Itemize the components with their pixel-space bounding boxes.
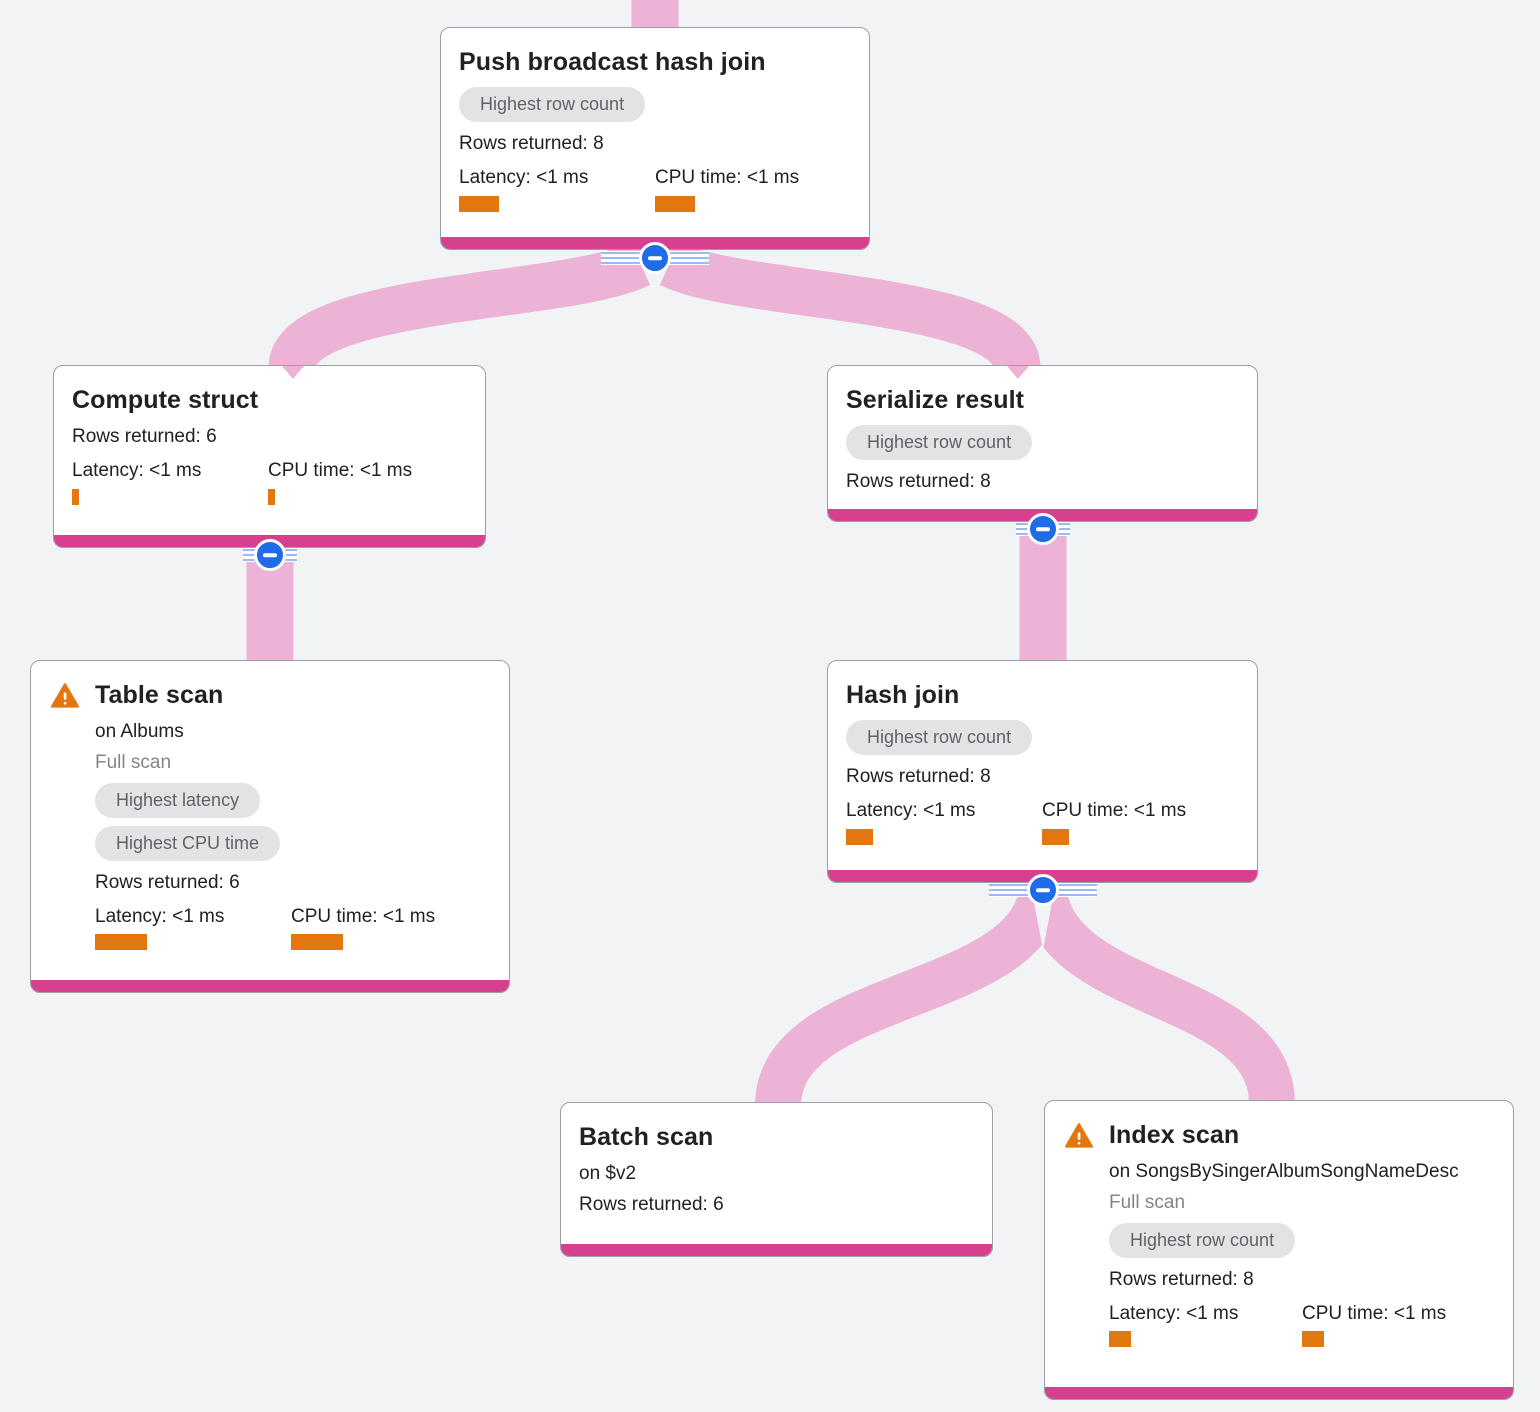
plan-node-compute-struct[interactable]: Compute struct Rows returned: 6 Latency:… <box>53 365 486 548</box>
latency-bar <box>846 828 873 845</box>
rows-returned: Rows returned: 6 <box>579 1194 724 1215</box>
status-badge: Highest CPU time <box>95 825 281 861</box>
node-target: on $v2 <box>579 1163 637 1185</box>
flow-edge-root-to-serialize-result <box>631 236 1041 373</box>
scan-type: Full scan <box>1109 1192 1186 1213</box>
flow-split-notch <box>1032 892 1054 950</box>
node-title: Index scan <box>1109 1121 1240 1149</box>
minus-icon <box>1036 888 1050 892</box>
cpu-time-bar <box>291 934 343 951</box>
rows-returned: Rows returned: 8 <box>846 471 991 493</box>
node-title: Batch scan <box>579 1123 714 1151</box>
status-badge: Highest row count <box>1109 1222 1296 1258</box>
latency-bar <box>459 195 499 212</box>
collapse-connector-hash-join <box>989 874 1097 906</box>
status-badge: Highest row count <box>846 720 1033 756</box>
flow-edge-hash-join-to-index-scan <box>1020 878 1295 1106</box>
node-target: on SongsBySingerAlbumSongNameDesc <box>1109 1161 1459 1183</box>
rows-returned: Rows returned: 6 <box>72 426 217 448</box>
collapse-connector-push-broadcast-hash-join <box>601 242 709 274</box>
latency-bar <box>72 488 79 505</box>
flow-arrival-arrow <box>1007 366 1029 379</box>
rows-returned: Rows returned: 8 <box>846 766 991 788</box>
latency-bar <box>1109 1331 1131 1348</box>
latency-label: Latency: <1 ms <box>72 460 202 481</box>
node-accent-bar <box>1045 1387 1513 1399</box>
cpu-time-bar <box>655 195 695 212</box>
node-title: Compute struct <box>72 386 259 414</box>
latency-bar <box>95 934 147 951</box>
collapse-button[interactable] <box>1027 874 1059 906</box>
flow-edge-root-to-compute-struct <box>268 236 679 373</box>
cpu-time-label: CPU time: <1 ms <box>1042 800 1187 821</box>
node-title: Table scan <box>95 681 224 709</box>
minus-icon <box>1036 527 1050 531</box>
flow-arrival-arrow <box>282 366 304 379</box>
plan-node-table-scan[interactable]: Table scan on Albums Full scan Highest l… <box>30 660 510 993</box>
cpu-time-bar <box>1042 828 1069 845</box>
rows-returned: Rows returned: 6 <box>95 871 240 893</box>
plan-node-serialize-result[interactable]: Serialize result Highest row count Rows … <box>827 365 1258 522</box>
plan-node-index-scan[interactable]: Index scan on SongsBySingerAlbumSongName… <box>1044 1100 1514 1400</box>
cpu-time-bar <box>268 488 275 505</box>
rows-returned: Rows returned: 8 <box>459 133 604 155</box>
collapse-button[interactable] <box>254 539 286 571</box>
rows-returned: Rows returned: 8 <box>1109 1268 1254 1290</box>
status-badge: Highest latency <box>95 782 261 818</box>
collapse-button[interactable] <box>1027 513 1059 545</box>
node-title: Hash join <box>846 681 960 709</box>
plan-node-hash-join[interactable]: Hash join Highest row count Rows returne… <box>827 660 1258 883</box>
latency-label: Latency: <1 ms <box>95 905 225 927</box>
node-accent-bar <box>31 980 509 992</box>
collapse-connector-compute-struct <box>243 539 297 571</box>
flow-edge-hash-join-to-batch-scan <box>755 878 1066 1108</box>
collapse-button[interactable] <box>639 242 671 274</box>
latency-label: Latency: <1 ms <box>1109 1302 1239 1324</box>
warning-icon <box>1065 1122 1093 1150</box>
node-target: on Albums <box>95 721 184 743</box>
latency-label: Latency: <1 ms <box>846 800 976 821</box>
node-accent-bar <box>561 1244 992 1256</box>
status-badge: Highest row count <box>459 87 646 123</box>
cpu-time-bar <box>1302 1331 1324 1348</box>
cpu-time-label: CPU time: <1 ms <box>291 905 436 927</box>
status-badge: Highest row count <box>846 425 1033 461</box>
cpu-time-label: CPU time: <1 ms <box>1302 1302 1447 1324</box>
node-title: Push broadcast hash join <box>459 48 766 76</box>
plan-node-push-broadcast-hash-join[interactable]: Push broadcast hash join Highest row cou… <box>440 27 870 250</box>
minus-icon <box>648 256 662 260</box>
warning-icon <box>51 682 80 710</box>
cpu-time-label: CPU time: <1 ms <box>655 167 800 188</box>
collapse-connector-serialize-result <box>1016 513 1070 545</box>
node-title: Serialize result <box>846 386 1025 414</box>
cpu-time-label: CPU time: <1 ms <box>268 460 413 481</box>
minus-icon <box>263 553 277 557</box>
scan-type: Full scan <box>95 752 172 773</box>
plan-node-batch-scan[interactable]: Batch scan on $v2 Rows returned: 6 <box>560 1102 993 1257</box>
latency-label: Latency: <1 ms <box>459 167 589 188</box>
